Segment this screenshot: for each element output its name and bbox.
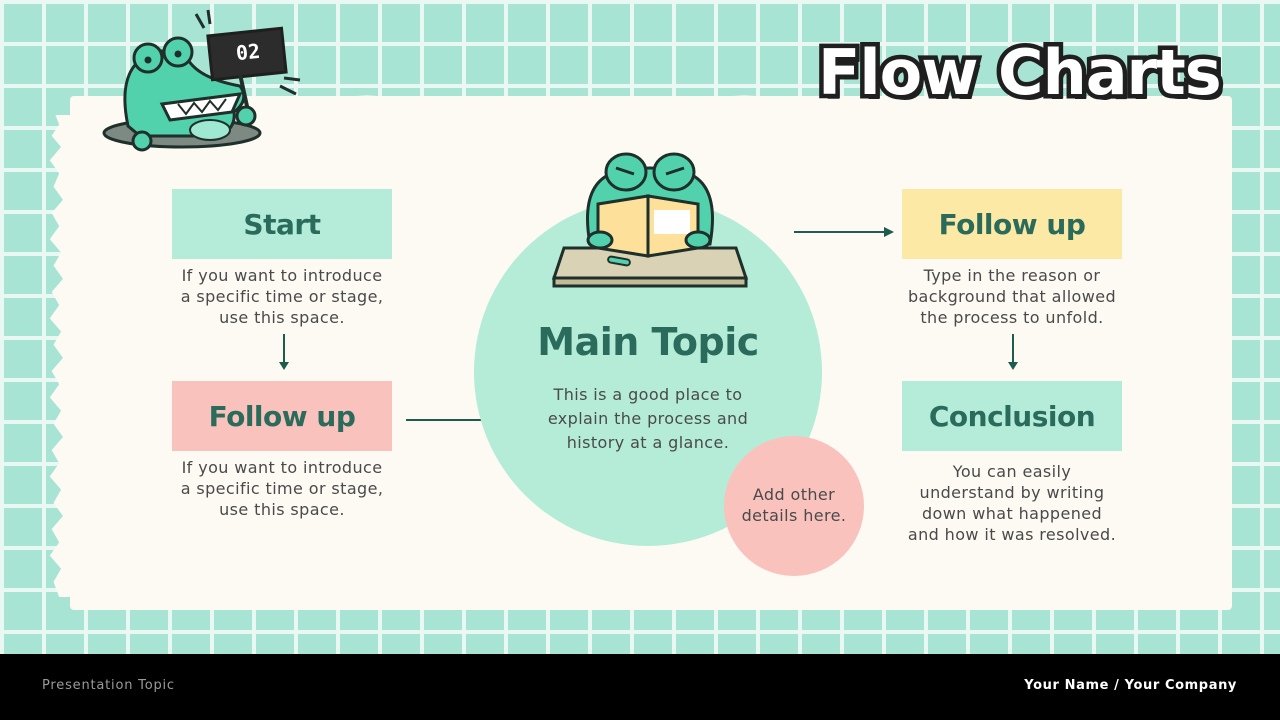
- arrow-start-to-followup: [279, 334, 289, 370]
- footer-author: Your Name / Your Company: [1024, 678, 1237, 693]
- follow-up-left-description: If you want to introduce a specific time…: [162, 457, 402, 520]
- footer-bar: [0, 654, 1280, 720]
- follow-up-left-box: Follow up: [172, 381, 392, 451]
- extra-text-line: details here.: [741, 506, 847, 525]
- conclusion-text-line: You can easily: [952, 462, 1072, 481]
- follow-up-right-text-line: Type in the reason or: [923, 266, 1101, 285]
- conclusion-box: Conclusion: [902, 381, 1122, 451]
- conclusion-label: Conclusion: [928, 399, 1096, 433]
- conclusion-description: You can easily understand by writing dow…: [897, 461, 1127, 545]
- arrow-main-to-followup: [794, 227, 894, 237]
- start-description: If you want to introduce a specific time…: [162, 265, 402, 328]
- slide-title: Flow Charts: [814, 32, 1227, 114]
- follow-up-right-text-line: the process to unfold.: [920, 308, 1104, 327]
- follow-up-left-label: Follow up: [208, 399, 356, 433]
- follow-up-left-text-line: If you want to introduce: [181, 458, 383, 477]
- extra-text-line: Add other: [752, 485, 836, 504]
- follow-up-right-description: Type in the reason or background that al…: [897, 265, 1127, 328]
- crocodile-sign-illustration: [102, 9, 301, 152]
- follow-up-left-text-line: use this space.: [219, 500, 345, 519]
- follow-up-right-text-line: background that allowed: [907, 287, 1117, 306]
- frog-reading-illustration: [551, 152, 749, 288]
- main-topic-description: This is a good place to explain the proc…: [534, 383, 762, 455]
- start-text-line: use this space.: [219, 308, 345, 327]
- follow-up-right-label: Follow up: [938, 207, 1086, 241]
- main-text-line: history at a glance.: [566, 433, 730, 452]
- main-topic-label: Main Topic: [537, 320, 759, 364]
- footer-presentation-topic: Presentation Topic: [42, 678, 175, 693]
- arrow-followup-to-conclusion: [1008, 334, 1018, 370]
- start-text-line: If you want to introduce: [181, 266, 383, 285]
- conclusion-text-line: understand by writing: [919, 483, 1105, 502]
- start-box: Start: [172, 189, 392, 259]
- extra-details-text: Add other details here.: [724, 484, 864, 526]
- conclusion-text-line: down what happened: [921, 504, 1103, 523]
- conclusion-text-line: and how it was resolved.: [907, 525, 1117, 544]
- start-label: Start: [243, 207, 321, 241]
- main-text-line: This is a good place to: [553, 385, 743, 404]
- follow-up-right-box: Follow up: [902, 189, 1122, 259]
- main-text-line: explain the process and: [547, 409, 749, 428]
- start-text-line: a specific time or stage,: [180, 287, 384, 306]
- extra-details-circle: [724, 436, 864, 576]
- follow-up-left-text-line: a specific time or stage,: [180, 479, 384, 498]
